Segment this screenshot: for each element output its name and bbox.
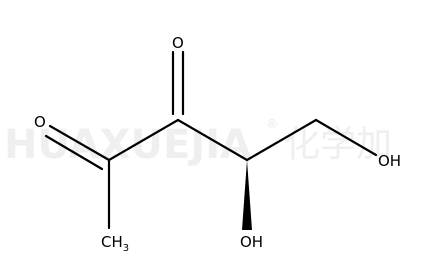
- watermark-chinese: 化学加: [284, 124, 392, 165]
- watermark: HUAXUEJIA ® 化学加: [4, 117, 392, 168]
- atom-labels: O O CH3 OH OH: [34, 34, 401, 254]
- bond-c3-c4: [176, 118, 249, 162]
- watermark-latin: HUAXUEJIA: [4, 122, 251, 168]
- wedge-c4-oh: [242, 160, 252, 230]
- bond-c2-o-2: [44, 134, 104, 171]
- atom-oh-bottom: OH: [240, 233, 263, 251]
- bonds: [44, 50, 378, 230]
- atom-ch3-sub: 3: [123, 243, 129, 254]
- watermark-registered: ®: [266, 117, 278, 131]
- bond-c4-c5: [245, 118, 318, 162]
- atom-oh-right: OH: [378, 152, 401, 170]
- atom-o-top: O: [172, 34, 184, 52]
- atom-ch3: CH3: [101, 233, 129, 254]
- bond-c5-oh: [314, 118, 378, 157]
- bond-c2-c3: [107, 118, 180, 162]
- bond-c2-o-1: [48, 124, 111, 162]
- atom-o-left: O: [34, 113, 46, 131]
- atom-ch3-main: CH: [101, 233, 123, 251]
